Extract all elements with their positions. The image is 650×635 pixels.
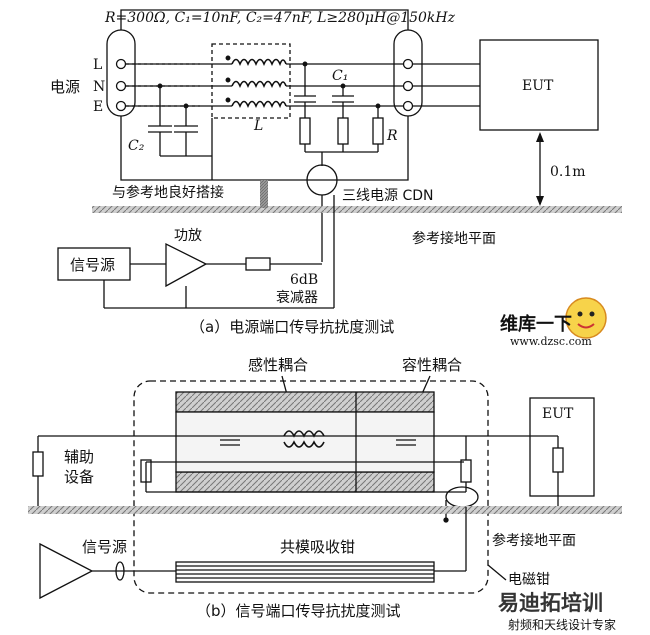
signal-source-triangle bbox=[39, 542, 94, 600]
amplifier-symbol bbox=[165, 242, 208, 288]
params-text: R=300Ω, C₁=10nF, C₂=47nF, L≥280μH@150kHz bbox=[104, 10, 456, 26]
clamp-bottom-bar bbox=[175, 471, 435, 493]
ground-label-a: 参考接地平面 bbox=[412, 230, 496, 247]
power-label: 电源 bbox=[50, 78, 80, 96]
inductor-label: L bbox=[253, 118, 263, 134]
clamp-label: 共模吸收钳 bbox=[280, 538, 355, 556]
attenuator-box bbox=[245, 257, 271, 271]
eut-resistor bbox=[552, 447, 564, 473]
atten-label-1: 6dB bbox=[290, 272, 318, 288]
caption-a: （a）电源端口传导抗扰度测试 bbox=[190, 318, 394, 336]
cdn-label: 三线电源 CDN bbox=[342, 188, 433, 204]
figure-b: 感性耦合 容性耦合 辅助 bbox=[28, 356, 622, 620]
inductive-coil bbox=[283, 430, 325, 438]
right-connector bbox=[393, 29, 423, 117]
watermark-bottom-line1: 易迪拓培训 bbox=[498, 591, 603, 615]
capacitive-label: 容性耦合 bbox=[402, 356, 462, 374]
r-label: R bbox=[386, 128, 398, 144]
coupling-caps bbox=[220, 439, 416, 446]
height-label: 0.1m bbox=[550, 164, 586, 180]
resistor-right bbox=[460, 459, 472, 483]
watermark-top-logo: 维库一下 www.dzsc.com bbox=[500, 297, 607, 348]
c2-label: C₂ bbox=[128, 138, 145, 154]
current-probe bbox=[445, 486, 479, 508]
c1-capacitors bbox=[294, 61, 381, 118]
eut-label-a: EUT bbox=[522, 78, 554, 94]
watermark-bottom: 易迪拓培训 射频和天线设计专家 bbox=[498, 591, 616, 632]
caption-b: （b）信号端口传导抗扰度测试 bbox=[196, 602, 401, 620]
eut-label-b: EUT bbox=[542, 406, 574, 422]
watermark-top-line1: 维库一下 bbox=[500, 313, 572, 335]
c2-capacitors bbox=[148, 83, 213, 180]
clamp-top-bar bbox=[175, 391, 435, 413]
atten-label-2: 衰减器 bbox=[276, 289, 318, 306]
bond-strap bbox=[260, 180, 268, 208]
signal-source-label-a: 信号源 bbox=[70, 256, 115, 274]
absorbing-clamp bbox=[175, 561, 435, 583]
inductor-core bbox=[211, 43, 291, 119]
amp-label: 功放 bbox=[174, 228, 202, 244]
line-label-L: L bbox=[93, 57, 102, 73]
ground-label-b: 参考接地平面 bbox=[492, 532, 576, 549]
eut-box-b bbox=[529, 397, 595, 497]
coupling-enclosure bbox=[133, 380, 489, 594]
watermark-bottom-line2: 射频和天线设计专家 bbox=[508, 617, 616, 632]
height-arrow bbox=[536, 132, 544, 206]
eut-box-a bbox=[479, 39, 599, 131]
c1-label: C₁ bbox=[332, 68, 348, 84]
ground-plane-a bbox=[92, 206, 622, 213]
aux-resistor bbox=[32, 451, 44, 477]
line-label-N: N bbox=[93, 79, 105, 95]
aux-label-1: 辅助 bbox=[64, 448, 94, 466]
r-resistors bbox=[299, 117, 384, 166]
figure-a: R=300Ω, C₁=10nF, C₂=47nF, L≥280μH@150kHz… bbox=[50, 9, 622, 336]
bond-label: 与参考地良好搭接 bbox=[112, 184, 224, 201]
inductor-coils bbox=[231, 58, 287, 109]
em-clamp-label: 电磁钳 bbox=[508, 572, 550, 588]
cdn-enclosure bbox=[120, 9, 409, 181]
aux-label-2: 设备 bbox=[64, 468, 94, 486]
inductive-label: 感性耦合 bbox=[248, 356, 308, 374]
ground-plane-b bbox=[28, 506, 622, 514]
signal-source-label-b: 信号源 bbox=[82, 538, 127, 556]
line-label-E: E bbox=[93, 99, 103, 115]
left-connector bbox=[106, 29, 136, 117]
watermark-top-line2: www.dzsc.com bbox=[510, 335, 592, 348]
